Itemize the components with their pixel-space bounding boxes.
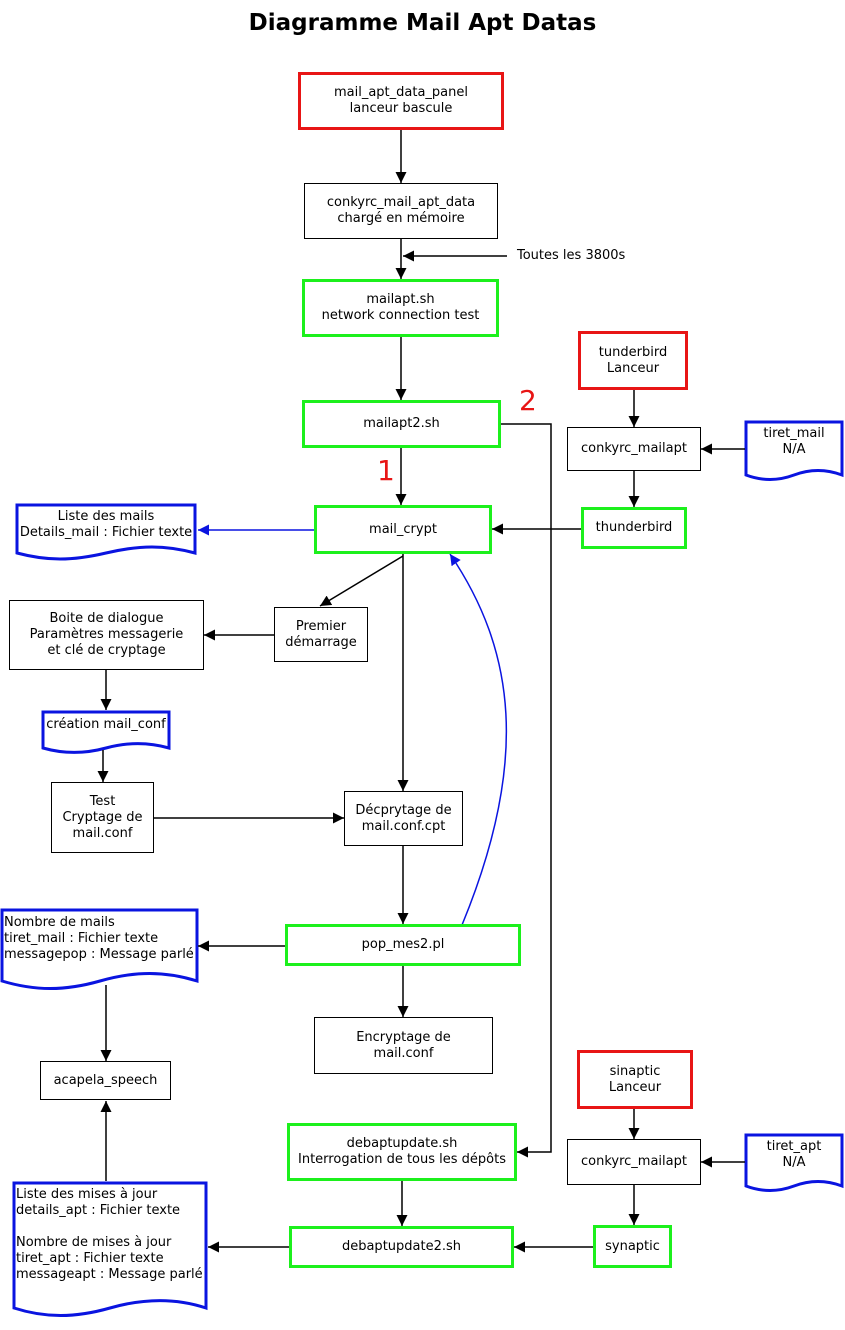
node-synaptic: synaptic xyxy=(593,1225,672,1268)
node-pop-mes2-pl: pop_mes2.pl xyxy=(285,924,521,966)
doc-shape-tiret-apt xyxy=(744,1133,844,1192)
diagram-title: Diagramme Mail Apt Datas xyxy=(248,10,597,36)
arrow-pop-to-mailcrypt xyxy=(449,553,508,926)
node-thunderbird: thunderbird xyxy=(581,507,687,549)
doc-shape-liste-mails xyxy=(15,503,197,561)
node-conkyrc-mailapt-1: conkyrc_mailapt xyxy=(567,427,701,471)
doc-shape-creation xyxy=(41,710,171,754)
doc-shape-nombre-mails xyxy=(0,908,199,990)
doc-shape-mises-a-jour xyxy=(12,1181,208,1317)
doc-creation-mail-conf: création mail_conf xyxy=(46,717,166,732)
node-acapela-speech: acapela_speech xyxy=(40,1061,171,1100)
step-number-1: 1 xyxy=(377,454,395,487)
doc-shape-tiret-mail xyxy=(744,420,844,481)
node-conkyrc-mailapt-2: conkyrc_mailapt xyxy=(567,1139,701,1185)
node-debaptupdate2-sh: debaptupdate2.sh xyxy=(289,1226,514,1268)
arrow-mailcrypt-to-premier xyxy=(319,555,404,607)
step-number-2: 2 xyxy=(519,384,537,417)
node-mail-crypt: mail_crypt xyxy=(314,505,492,554)
arrow-mailapt2-to-debapt xyxy=(500,423,552,1158)
node-mailapt2-sh: mailapt2.sh xyxy=(302,400,501,448)
interval-label: Toutes les 3800s xyxy=(517,248,626,263)
